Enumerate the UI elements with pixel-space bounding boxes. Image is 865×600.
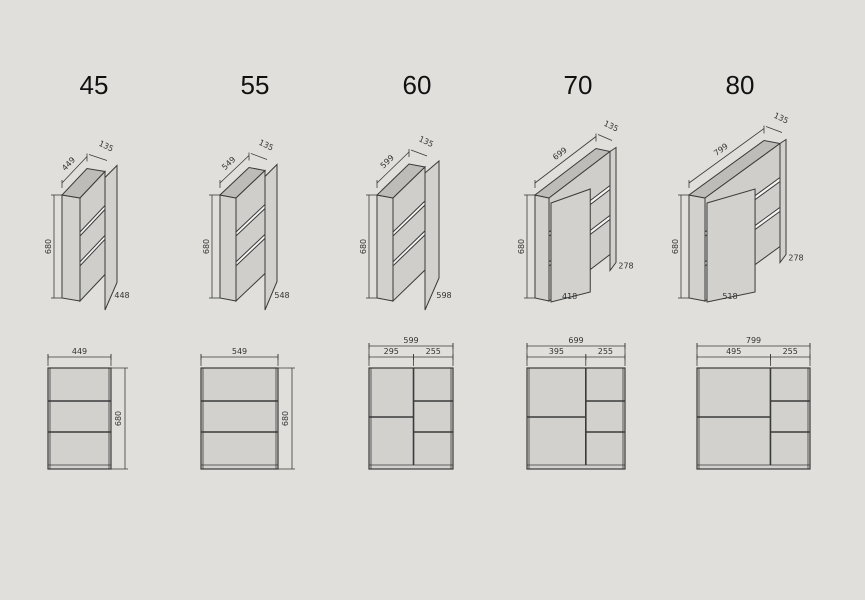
- right-door-width-label: 278: [618, 262, 633, 271]
- model-title-55: 55: [240, 70, 270, 100]
- total-width-label: 599: [403, 336, 418, 345]
- door-panel: [264, 163, 278, 311]
- left-door-panel: [550, 188, 591, 303]
- side-panel: [219, 194, 237, 302]
- width-dimension-line: [688, 128, 765, 184]
- left-width-label: 295: [384, 347, 399, 356]
- total-width-label: 699: [568, 336, 583, 345]
- door-panel: [424, 159, 440, 311]
- right-door-panel: [779, 138, 787, 264]
- cabinet-front: [696, 367, 811, 470]
- model-title-80: 80: [725, 70, 755, 100]
- right-width-label: 255: [426, 347, 441, 356]
- cabinet-front: [47, 367, 112, 470]
- left-width-label: 395: [549, 347, 564, 356]
- depth-dimension-line: [250, 153, 268, 160]
- width-dimension-line: [219, 155, 250, 184]
- side-panel: [61, 194, 81, 302]
- left-door-width-label: 418: [562, 292, 577, 301]
- left-door-width-label: 518: [722, 292, 737, 301]
- front-view-55: 680 549: [200, 347, 295, 470]
- door-panel: [104, 164, 118, 311]
- cabinet-front: [526, 367, 626, 470]
- height-label: 680: [517, 239, 526, 254]
- depth-label: 135: [257, 138, 275, 153]
- depth-label: 135: [772, 111, 790, 126]
- door-width-label: 448: [114, 291, 129, 300]
- total-width-label: 799: [746, 336, 761, 345]
- depth-dimension-line: [410, 149, 428, 157]
- width-dimension-line: [376, 151, 410, 184]
- height-label: 680: [671, 239, 680, 254]
- height-label: 680: [202, 239, 211, 254]
- side-panel: [376, 194, 394, 302]
- depth-dimension-line: [765, 126, 783, 133]
- width-dimension-line: [534, 136, 597, 184]
- right-width-label: 255: [598, 347, 613, 356]
- model-title-70: 70: [563, 70, 593, 100]
- width-dimension-line: [61, 156, 88, 184]
- cabinet-front: [200, 367, 279, 470]
- door-width-label: 548: [274, 291, 289, 300]
- front-view-60: 599 295 255: [368, 336, 454, 470]
- depth-dimension-line: [88, 154, 108, 161]
- door-width-label: 598: [436, 291, 451, 300]
- side-panel: [688, 194, 706, 302]
- left-door-panel: [706, 188, 756, 303]
- height-label: 680: [281, 411, 290, 426]
- height-label: 680: [359, 239, 368, 254]
- width-label: 449: [72, 347, 87, 356]
- right-door-panel: [609, 146, 617, 272]
- depth-label: 135: [602, 119, 620, 134]
- width-label: 549: [232, 347, 247, 356]
- side-panel: [534, 194, 550, 302]
- height-label: 680: [114, 411, 123, 426]
- model-title-60: 60: [402, 70, 432, 100]
- depth-label: 135: [417, 134, 435, 149]
- model-title-45: 45: [79, 70, 109, 100]
- front-view-70: 699 395 255: [526, 336, 626, 470]
- height-label: 680: [44, 239, 53, 254]
- right-door-width-label: 278: [788, 254, 803, 263]
- front-view-80: 799 495 255: [696, 336, 811, 470]
- depth-dimension-line: [597, 134, 613, 141]
- front-view-45: 680 449: [47, 347, 128, 470]
- right-width-label: 255: [783, 347, 798, 356]
- left-width-label: 495: [726, 347, 741, 356]
- depth-label: 135: [97, 139, 115, 154]
- cabinet-front: [368, 367, 454, 470]
